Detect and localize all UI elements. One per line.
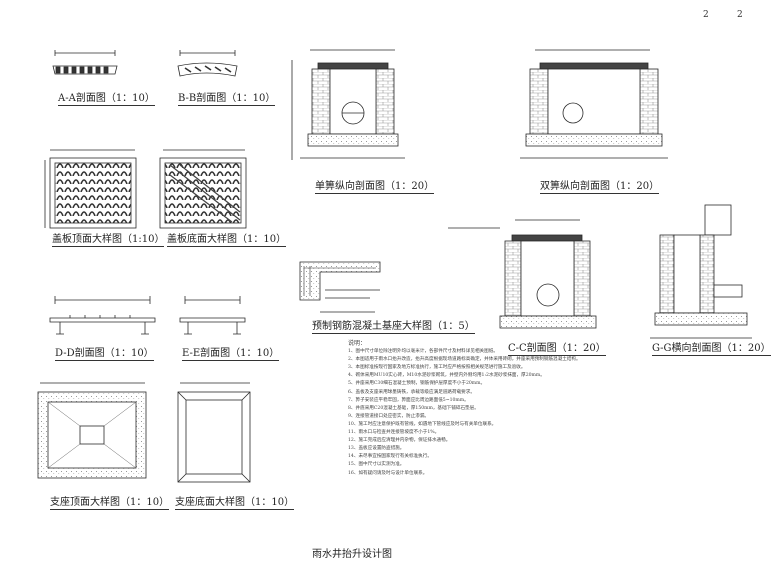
aa-section-drawing — [52, 50, 118, 75]
frame-top-drawing — [37, 382, 147, 479]
double-long-section-drawing — [520, 49, 668, 159]
drawing-title: 雨水井抬升设计图 — [312, 549, 392, 560]
note-item: 3、本图标准按现行国家及地方标准执行，施工时应严格按照相关规范进行施工及验收。 — [348, 365, 526, 371]
note-item: 6、盖板及支座采用球墨铸铁，承载等级应满足道路荷载要求。 — [348, 389, 475, 395]
note-item: 1、图中尺寸单位除注明外均以毫米计，各部件尺寸及材料详见相关图纸。 — [348, 349, 498, 355]
double-long-section-label: 双箅纵向剖面图（1：20） — [540, 181, 660, 194]
design-notes: 说明： 1、图中尺寸单位除注明外均以毫米计，各部件尺寸及材料详见相关图纸。 2、… — [348, 340, 750, 478]
dd-section-drawing — [49, 296, 156, 335]
aa-section-label: A-A剖面图（1：10） — [58, 93, 155, 106]
precast-base-drawing — [299, 261, 381, 313]
frame-top-label: 支座顶面大样图（1：10） — [50, 497, 170, 510]
note-item: 12、施工完成后应清理井内杂物，保证排水通畅。 — [348, 438, 451, 444]
note-item: 10、施工时应注意保护既有管线，如遇地下管线应及时与有关单位联系。 — [348, 421, 497, 427]
top-plate-drawing — [44, 149, 137, 229]
note-item: 16、如有疑问请及时与设计单位联系。 — [348, 470, 428, 476]
bb-section-label: B-B剖面图（1：10） — [178, 93, 276, 106]
note-item: 8、井底采用C20混凝土基础，厚150mm，基础下铺碎石垫层。 — [348, 405, 479, 411]
ee-section-label: E-E剖面图（1：10） — [182, 348, 280, 361]
note-item: 7、箅子安装应平稳牢固，箅面应比周边路面低5~10mm。 — [348, 397, 469, 403]
bottom-plate-label: 盖板底面大样图（1：10） — [167, 234, 287, 247]
note-item: 5、井座采用C30细石混凝土预制，钢筋保护层厚度不小于20mm。 — [348, 381, 486, 387]
bb-section-drawing — [177, 50, 238, 77]
note-item: 14、未尽事宜按国家现行有关标准执行。 — [348, 454, 432, 460]
frame-bottom-drawing — [177, 382, 251, 483]
note-item: 11、雨水口与检查井连接管坡度不小于1%。 — [348, 430, 440, 436]
page-number-1: 2 — [703, 10, 709, 20]
bottom-plate-drawing — [159, 149, 247, 229]
gg-section-drawing — [650, 204, 752, 339]
note-item: 9、连接管道接口处应密实，防止渗漏。 — [348, 413, 430, 419]
page-number-2: 2 — [737, 10, 743, 20]
top-plate-label: 盖板顶面大样图（1:10） — [52, 234, 165, 247]
cross-section-label: C-C剖面图（1：20） — [508, 343, 606, 356]
note-item: 13、盖板应设置防盗措施。 — [348, 446, 405, 452]
ee-section-drawing — [179, 296, 246, 335]
note-item: 4、砌体采用MU10实心砖，M10水泥砂浆砌筑，井壁内外侧均用1:2水泥砂浆抹面… — [348, 373, 545, 379]
note-item: 15、图中尺寸以实测为准。 — [348, 462, 405, 468]
single-long-section-label: 单箅纵向剖面图（1：20） — [315, 181, 435, 194]
cross-section-drawing — [448, 219, 597, 329]
single-long-section-drawing — [291, 49, 405, 160]
gg-section-label: G-G横向剖面图（1：20） — [652, 343, 771, 356]
notes-title: 说明： — [348, 340, 367, 347]
precast-base-label: 预制钢筋混凝土基座大样图（1：5） — [312, 321, 475, 334]
dd-section-label: D-D剖面图（1：10） — [55, 348, 154, 361]
note-item: 2、本图适用于雨水口抬升改造，抬升高度根据现场道路标高确定，井体采用砖砌，井座采… — [348, 357, 581, 363]
frame-bottom-label: 支座底面大样图（1：10） — [175, 497, 295, 510]
